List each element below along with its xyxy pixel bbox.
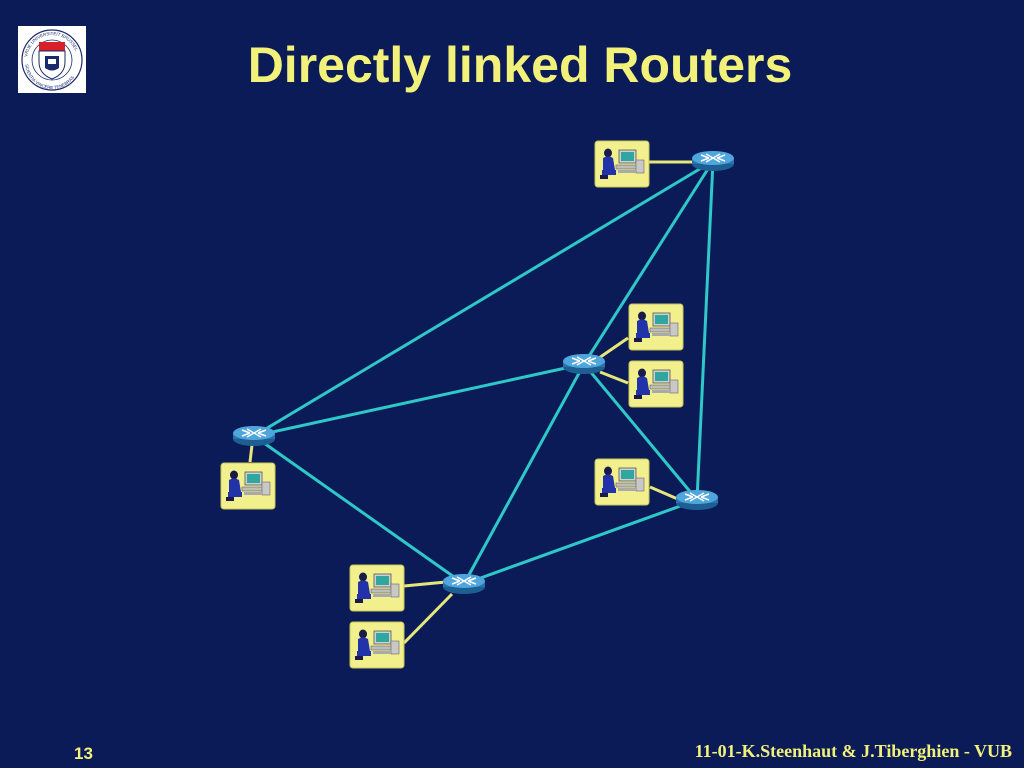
router-links <box>253 159 715 586</box>
host-links <box>248 160 693 645</box>
workstation-icon <box>628 360 684 408</box>
link-top-right-to-left <box>253 159 714 438</box>
link-top-right-to-center <box>582 160 715 365</box>
host-link-bottom-upper <box>403 580 447 588</box>
university-logo: VRIJE UNIVERSITEIT BRUSSEL SCIENTIA VINC… <box>18 26 86 93</box>
university-seal-icon: VRIJE UNIVERSITEIT BRUSSEL SCIENTIA VINC… <box>21 29 83 91</box>
host-link-left <box>248 444 254 463</box>
workstation-icon <box>628 303 684 351</box>
router-icon <box>442 573 486 595</box>
page-number: 13 <box>74 744 93 763</box>
router-icon <box>675 489 719 511</box>
host-link-center-lower <box>599 370 629 385</box>
slide-title: Directly linked Routers <box>247 37 793 93</box>
link-left-to-bottom <box>253 434 465 586</box>
host-link-center-upper <box>595 336 629 362</box>
router-icon <box>691 150 735 172</box>
footer-credit: 11-01-K.Steenhaut & J.Tiberghien - VUB <box>694 741 1012 761</box>
workstation-icon <box>594 140 650 188</box>
host-link-bottom-lower <box>402 592 454 645</box>
link-right-to-bottom <box>463 498 698 586</box>
workstation-icon <box>594 458 650 506</box>
link-center-to-right <box>582 363 699 501</box>
router-icon <box>232 425 276 447</box>
link-center-to-left <box>253 362 585 438</box>
workstation-icon <box>349 564 405 612</box>
link-center-to-bottom <box>462 363 586 585</box>
link-top-right-to-right <box>695 160 715 501</box>
host-link-right <box>649 485 681 502</box>
workstation-icon <box>349 621 405 669</box>
workstation-icon <box>220 462 276 510</box>
router-icon <box>562 353 606 375</box>
